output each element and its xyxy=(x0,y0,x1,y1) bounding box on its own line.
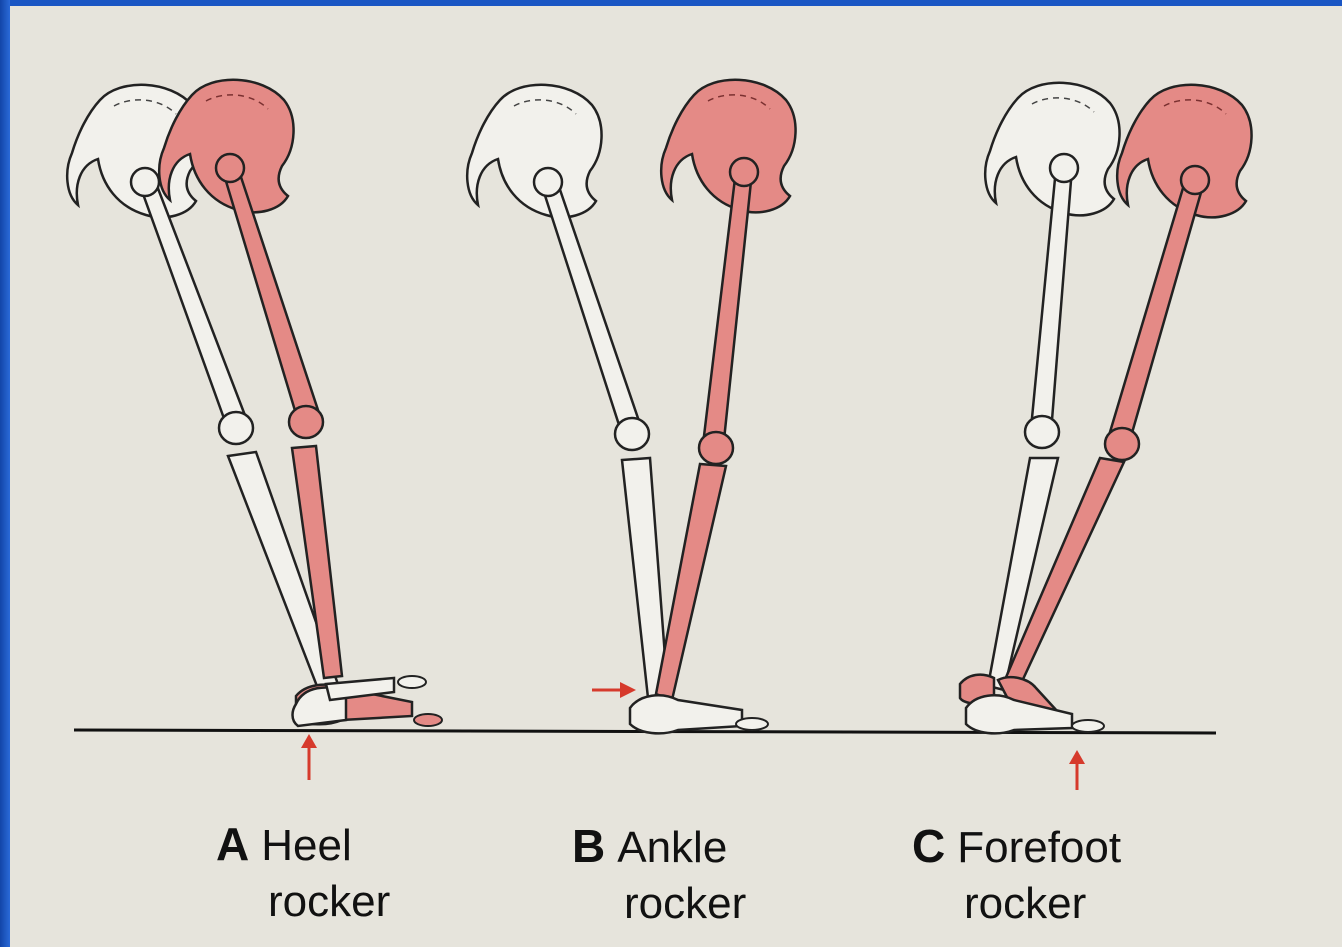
panel-a-title: Heel xyxy=(261,821,352,870)
panel-b-letter: B xyxy=(572,820,605,872)
panel-c-skeleton xyxy=(960,83,1252,734)
pelvis-red-b xyxy=(661,80,795,213)
panel-c-subtitle: rocker xyxy=(964,876,1121,932)
arrow-a xyxy=(301,734,317,780)
panel-a-letter: A xyxy=(216,818,249,870)
panel-a-skeleton xyxy=(67,80,442,726)
panel-a-subtitle: rocker xyxy=(268,874,390,930)
arrow-b xyxy=(592,682,636,698)
panel-b-title: Ankle xyxy=(617,823,727,872)
panel-c-letter: C xyxy=(912,820,945,872)
panel-b-skeleton xyxy=(467,80,795,734)
panel-b-subtitle: rocker xyxy=(624,876,746,932)
arrow-c xyxy=(1069,750,1085,790)
panel-c-title: Forefoot xyxy=(957,823,1121,872)
pelvis-light-b xyxy=(467,85,601,218)
